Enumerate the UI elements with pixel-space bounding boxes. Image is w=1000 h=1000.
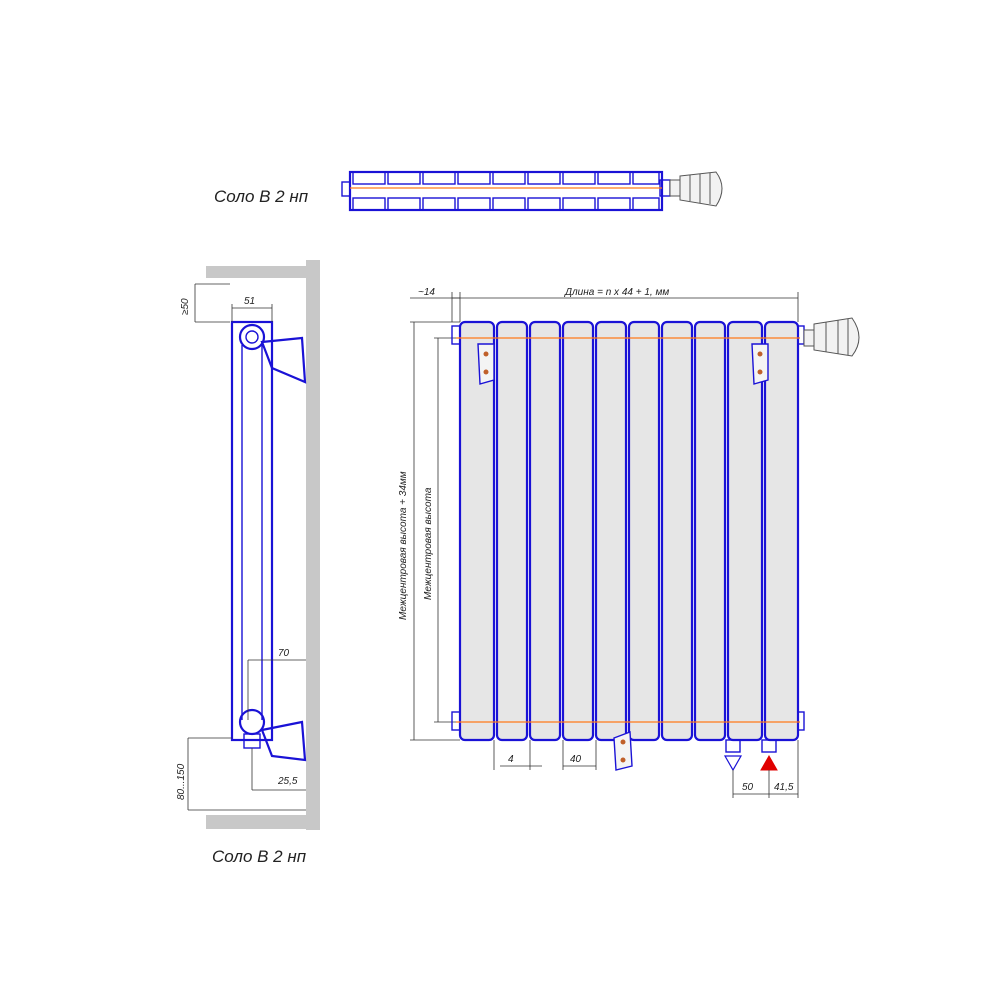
top-view-title: Соло В 2 нп: [214, 187, 309, 206]
dim-floor-gap: 80...150: [176, 763, 187, 800]
dim-height-center: Межцентровая высота: [423, 487, 434, 600]
panel-10: [763, 320, 800, 742]
bracket-left: [477, 343, 495, 385]
floor-section: [206, 815, 310, 829]
top-view-body: [348, 170, 664, 212]
dim-panel-gap: 4: [508, 754, 514, 765]
dim-side-offset: ~14: [418, 287, 435, 298]
left-top-plug: [451, 325, 461, 345]
top-bracket: [260, 336, 307, 384]
dim-wall-gap: ≥50: [180, 298, 191, 315]
panel-8: [693, 320, 727, 742]
wall-section: [306, 260, 320, 830]
bracket-bottom: [613, 731, 633, 771]
side-view-title: Соло В 2 нп: [212, 847, 307, 866]
return-arrow-icon: [723, 755, 743, 772]
panel-6: [627, 320, 661, 742]
dim-panel-width: 40: [570, 754, 582, 765]
panel-7: [660, 320, 694, 742]
supply-pipe: [761, 739, 777, 753]
top-connector-icon: [238, 323, 266, 351]
dim-depth: 51: [244, 296, 255, 307]
dim-length: Длина = n x 44 + 1, мм: [564, 287, 669, 298]
dim-connection-spacing: 50: [742, 782, 754, 793]
dim-pipe-offset: 25,5: [277, 776, 298, 787]
thermostat-head-icon: [669, 171, 723, 207]
bottom-connector-icon: [238, 708, 266, 736]
panel-5: [594, 320, 628, 742]
panel-3: [528, 320, 562, 742]
top-view: Соло В 2 нп: [214, 170, 723, 212]
panel-2: [495, 320, 529, 742]
side-radiator-body: [230, 320, 274, 742]
left-bottom-plug: [451, 711, 461, 731]
dim-connection-offset: 70: [278, 648, 290, 659]
thermostat-head-icon: [803, 317, 860, 357]
dim-connection-edge: 41,5: [774, 782, 794, 793]
side-view: ≥50 51 70 25,5 80...150 Соло В 2 нп: [176, 260, 320, 866]
front-panels: [458, 320, 800, 742]
front-view: Длина = n x 44 + 1, мм ~14 Межцентровая …: [398, 287, 860, 798]
panel-1: [458, 320, 496, 742]
panel-9: [726, 320, 764, 742]
dim-height-total: Межцентровая высота + 34мм: [398, 471, 409, 620]
bottom-bracket: [260, 720, 307, 762]
top-view-left-cap: [341, 181, 351, 197]
panel-4: [561, 320, 595, 742]
bracket-right: [751, 343, 769, 385]
ceiling-section: [206, 266, 310, 278]
supply-arrow-icon: [760, 754, 778, 771]
top-view-columns: [352, 171, 660, 211]
return-pipe: [725, 739, 741, 753]
